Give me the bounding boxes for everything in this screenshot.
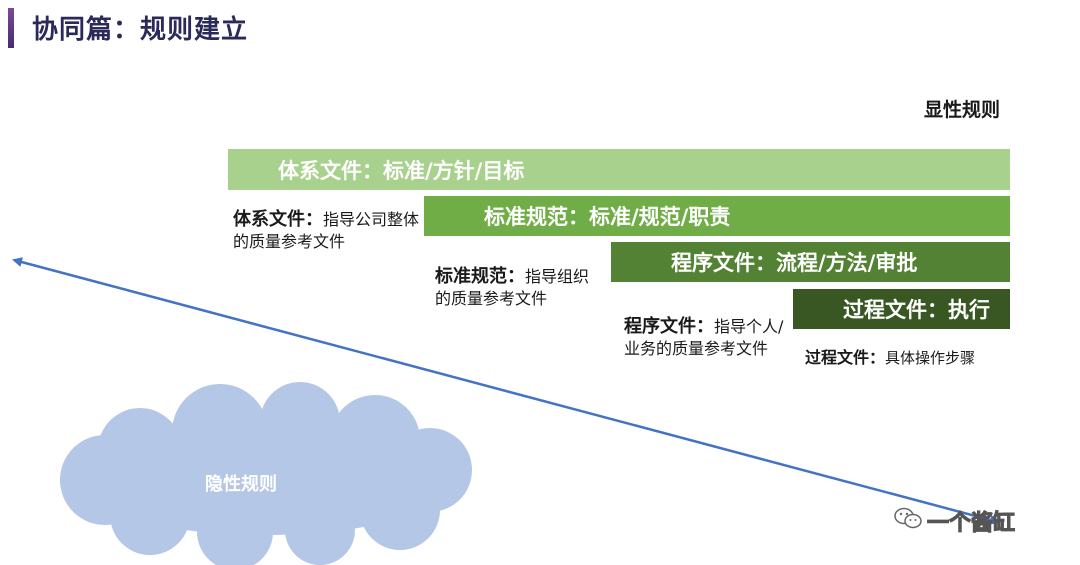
description-term: 体系文件： <box>233 209 323 230</box>
watermark-text: 一个酱缸 <box>926 511 1016 537</box>
bar-label: 标准规范：标准/规范/职责 <box>484 205 731 229</box>
bar-label: 体系文件：标准/方针/目标 <box>278 158 525 183</box>
watermark: 一个酱缸 <box>893 505 1016 537</box>
page-title: 协同篇：规则建立 <box>32 15 249 45</box>
wechat-icon <box>893 506 923 536</box>
description-system-documents: 体系文件：指导公司整体的质量参考文件 <box>233 209 428 253</box>
description-text: 指导公司整体的质量参考文件 <box>233 210 420 251</box>
title-accent-bar <box>8 8 14 48</box>
explicit-rules-label: 显性规则 <box>924 99 1001 121</box>
bar-system-documents: 体系文件：标准/方针/目标 <box>228 149 1010 190</box>
bar-standards: 标准规范：标准/规范/职责 <box>424 196 1010 236</box>
